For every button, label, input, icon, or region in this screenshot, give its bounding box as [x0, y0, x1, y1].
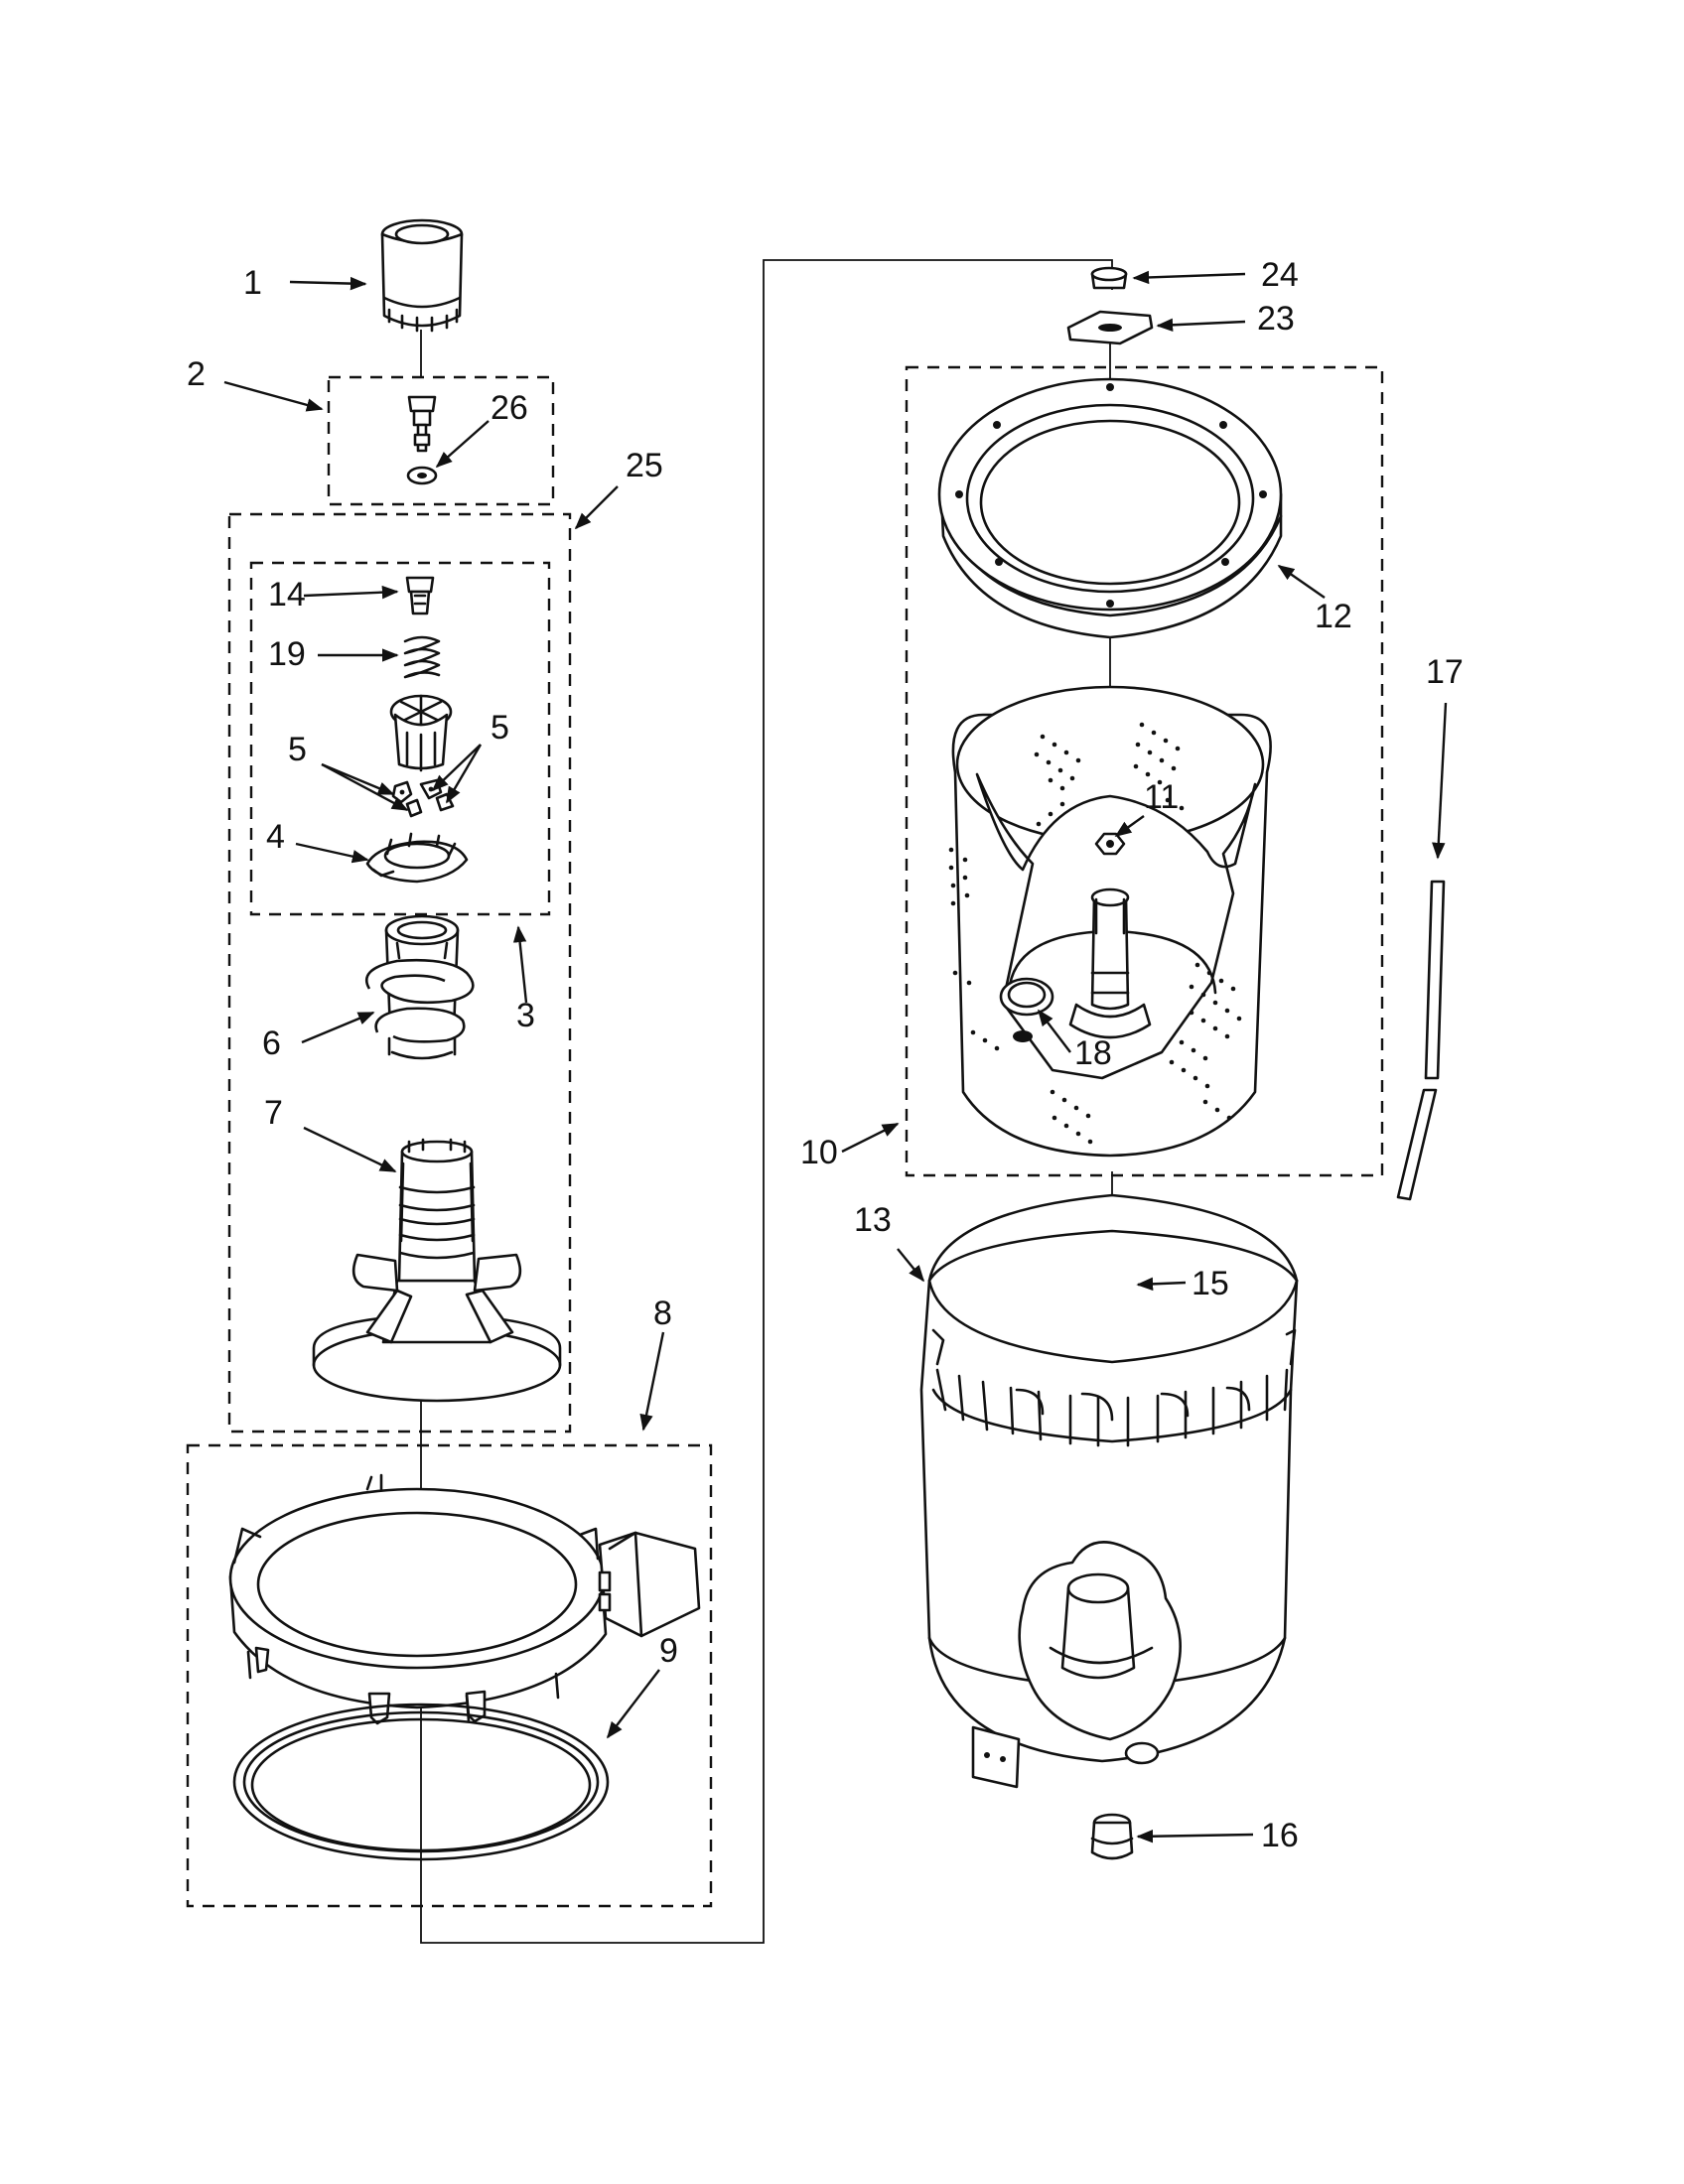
part-10-basket [948, 685, 1272, 1158]
basket-perforations [948, 722, 1242, 1145]
assembly-connector-line [420, 259, 1113, 1944]
part-9-seal-ring [232, 1703, 610, 1861]
callout-5-right: 5 [491, 709, 509, 747]
callout-9: 9 [659, 1632, 678, 1670]
part-2-bolt [407, 395, 437, 453]
callout-15: 15 [1192, 1265, 1229, 1302]
callout-7: 7 [264, 1094, 283, 1132]
callout-19: 19 [268, 635, 306, 673]
group-box-2 [327, 375, 555, 506]
part-13-outer-tub [919, 1193, 1299, 1789]
group-box-25 [227, 512, 572, 1433]
part-5-agitator-dogs [391, 778, 455, 818]
part-8-tub-ring [228, 1473, 701, 1725]
callout-10: 10 [800, 1134, 838, 1171]
part-17-hose [1396, 880, 1446, 1201]
part-4-cam [365, 832, 469, 884]
callout-16: 16 [1261, 1817, 1299, 1854]
callout-13: 13 [854, 1201, 892, 1239]
part-12-balance-ring [937, 377, 1283, 639]
part-26-washer [406, 466, 438, 485]
callout-25: 25 [626, 447, 663, 484]
group-box-8 [186, 1443, 713, 1908]
callout-3: 3 [516, 997, 535, 1034]
group-box-10 [905, 365, 1384, 1177]
callout-4: 4 [266, 818, 285, 856]
callout-14: 14 [268, 576, 306, 614]
callout-18: 18 [1074, 1034, 1112, 1072]
callout-1: 1 [243, 264, 262, 302]
part-24-cap [1090, 266, 1128, 290]
agitator-dog-housing [389, 694, 453, 772]
callout-labels: 1 2 26 25 14 19 5 5 4 3 6 7 8 9 24 23 12… [187, 256, 1464, 1854]
part-6-auger [364, 914, 475, 1060]
callout-12: 12 [1315, 598, 1352, 635]
part-16-plug [1090, 1813, 1134, 1860]
callout-8: 8 [653, 1295, 672, 1332]
callout-17: 17 [1426, 653, 1464, 691]
callout-24: 24 [1261, 256, 1299, 294]
callout-5-left: 5 [288, 731, 307, 768]
part-14-dog-retainer [405, 576, 435, 615]
group-box-3 [249, 561, 551, 916]
part-1-agitator-cap [380, 218, 464, 333]
part-7-agitator-base [312, 1138, 562, 1403]
callout-23: 23 [1257, 300, 1295, 338]
part-19-spring [403, 635, 441, 679]
callout-6: 6 [262, 1024, 281, 1062]
part-23-bracket [1066, 310, 1154, 345]
callout-2: 2 [187, 355, 206, 393]
leader-lines [223, 270, 1448, 1843]
callout-11: 11 [1144, 778, 1179, 816]
callout-26: 26 [491, 389, 528, 427]
